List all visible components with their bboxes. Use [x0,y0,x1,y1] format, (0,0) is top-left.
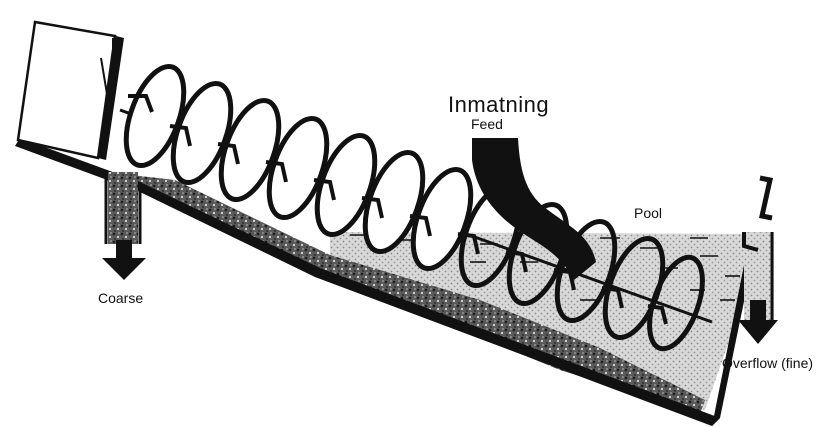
feed-label: Feed [471,116,503,132]
coarse-discharge [106,172,140,244]
coarse-label: Coarse [98,290,143,306]
arrow-down-icon [102,240,146,280]
pool-water [330,232,770,410]
overflow-label: Overflow (fine) [722,355,813,371]
pool-label: Pool [634,205,662,221]
feed-label-swedish: Inmatning [448,92,549,118]
drive-housing [18,22,124,160]
